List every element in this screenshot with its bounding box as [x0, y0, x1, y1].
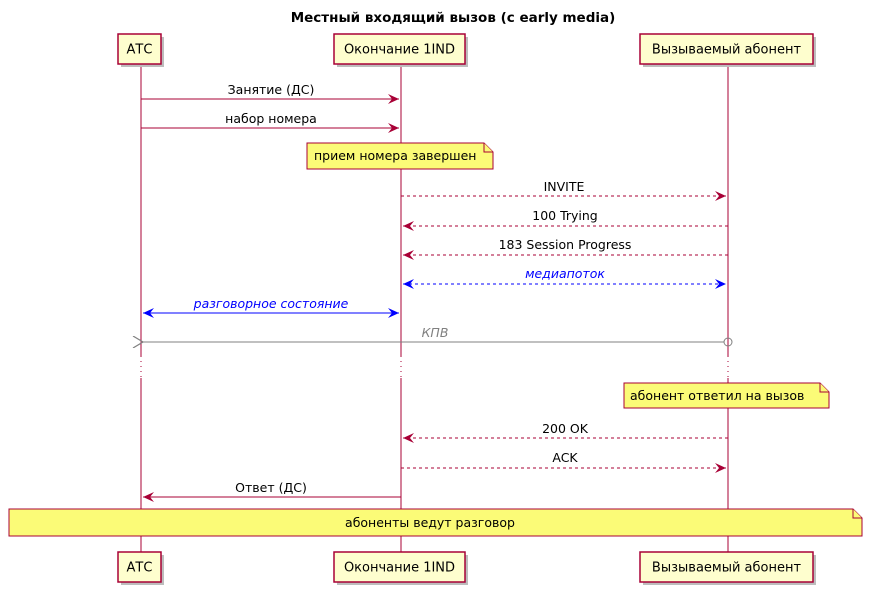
note-priem-nomera: прием номера завершен — [306, 142, 494, 170]
message-183-label: 183 Session Progress — [499, 237, 632, 252]
participant-ats-label: АТС — [127, 43, 153, 58]
message-otvet-label: Ответ (ДС) — [235, 480, 307, 495]
message-200-ok: 200 OK — [403, 421, 728, 443]
message-invite: INVITE — [401, 179, 726, 201]
message-razgovornoe-sostoyanie: разговорное состояние — [143, 296, 399, 318]
participant-abonent-top: Вызываемый абонент — [639, 33, 816, 67]
note-priem-nomera-text: прием номера завершен — [314, 148, 476, 163]
message-zanyatie-label: Занятие (ДС) — [228, 82, 315, 97]
message-nabor-nomera: набор номера — [141, 111, 399, 133]
message-kpv: КПВ — [143, 325, 733, 346]
message-mediapotok: медиапоток — [403, 266, 726, 289]
participant-abonent-bottom: Вызываемый абонент — [639, 551, 816, 585]
participant-ats-bottom: АТС — [117, 551, 164, 585]
participant-ats-top: АТС — [117, 33, 164, 67]
participant-okonchanie-bottom: Окончание 1IND — [333, 551, 468, 585]
note-abonenty-vedut-razgovor: абоненты ведут разговор — [8, 508, 863, 537]
message-otvet: Ответ (ДС) — [143, 480, 401, 502]
message-100-trying-label: 100 Trying — [532, 208, 598, 223]
participant-abonent-bottom-label: Вызываемый абонент — [652, 561, 802, 576]
participant-okonchanie-label: Окончание 1IND — [344, 43, 455, 58]
note-abonent-otvetil-text: абонент ответил на вызов — [630, 388, 804, 403]
message-100-trying: 100 Trying — [403, 208, 728, 231]
message-mediapotok-label: медиапоток — [525, 266, 605, 281]
message-200-ok-label: 200 OK — [542, 421, 589, 436]
message-razgovornoe-label: разговорное состояние — [193, 296, 349, 311]
message-183-session-progress: 183 Session Progress — [403, 237, 728, 260]
message-nabor-nomera-label: набор номера — [225, 111, 317, 126]
message-invite-label: INVITE — [544, 179, 585, 194]
message-ack-label: ACK — [552, 450, 578, 465]
participant-okonchanie-bottom-label: Окончание 1IND — [344, 561, 455, 576]
diagram-title: Местный входящий вызов (с early media) — [291, 10, 616, 26]
participant-okonchanie-top: Окончание 1IND — [333, 33, 468, 67]
note-abonenty-text: абоненты ведут разговор — [345, 515, 515, 530]
participant-abonent-label: Вызываемый абонент — [652, 43, 802, 58]
message-ack: ACK — [401, 450, 726, 473]
message-kpv-label: КПВ — [422, 325, 449, 340]
message-zanyatie: Занятие (ДС) — [141, 82, 399, 104]
participant-ats-bottom-label: АТС — [127, 561, 153, 576]
note-abonent-otvetil: абонент ответил на вызов — [623, 382, 830, 409]
